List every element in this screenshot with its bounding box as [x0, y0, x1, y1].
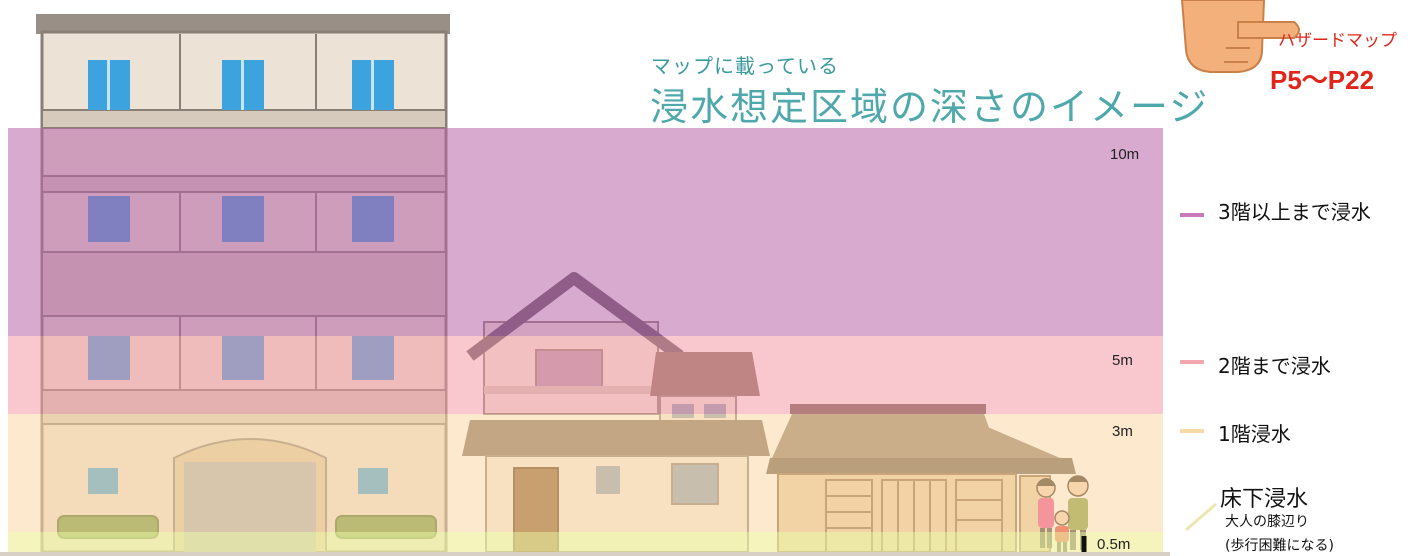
connector-5m	[1180, 360, 1204, 364]
depth-label-10m: 10m	[1110, 146, 1140, 163]
description-below-floor: 床下浸水	[1220, 487, 1309, 512]
depth-label-3m: 3m	[1112, 423, 1133, 440]
connector-3m	[1180, 429, 1204, 433]
pointing-hand-icon	[1180, 0, 1300, 73]
hazard-map-label: ハザードマップ	[1278, 31, 1397, 51]
band-above-third-floor	[8, 128, 1163, 336]
connector-10m	[1180, 213, 1204, 217]
connector-diagonal-0-5m	[1185, 502, 1217, 532]
description-second-floor: 2階まで浸水	[1218, 354, 1331, 378]
hazard-map-pages: P5〜P22	[1270, 65, 1375, 95]
band-below-floor	[8, 532, 1163, 552]
description-above-third-floor: 3階以上まで浸水	[1218, 200, 1371, 224]
ground-line	[0, 552, 1170, 556]
flood-depth-bands	[8, 128, 1163, 552]
description-walking-difficult: (歩行困難になる)	[1225, 538, 1334, 554]
band-second-floor	[8, 336, 1163, 414]
depth-label-0-5m: 0.5m	[1097, 536, 1131, 553]
depth-label-5m: 5m	[1112, 352, 1133, 369]
map-subtitle: マップに載っている	[651, 54, 839, 78]
band-first-floor	[8, 414, 1163, 532]
description-knee-height: 大人の膝辺り	[1225, 514, 1309, 530]
description-first-floor: 1階浸水	[1218, 422, 1291, 446]
page-title: 浸水想定区域の深さのイメージ	[650, 85, 1210, 129]
